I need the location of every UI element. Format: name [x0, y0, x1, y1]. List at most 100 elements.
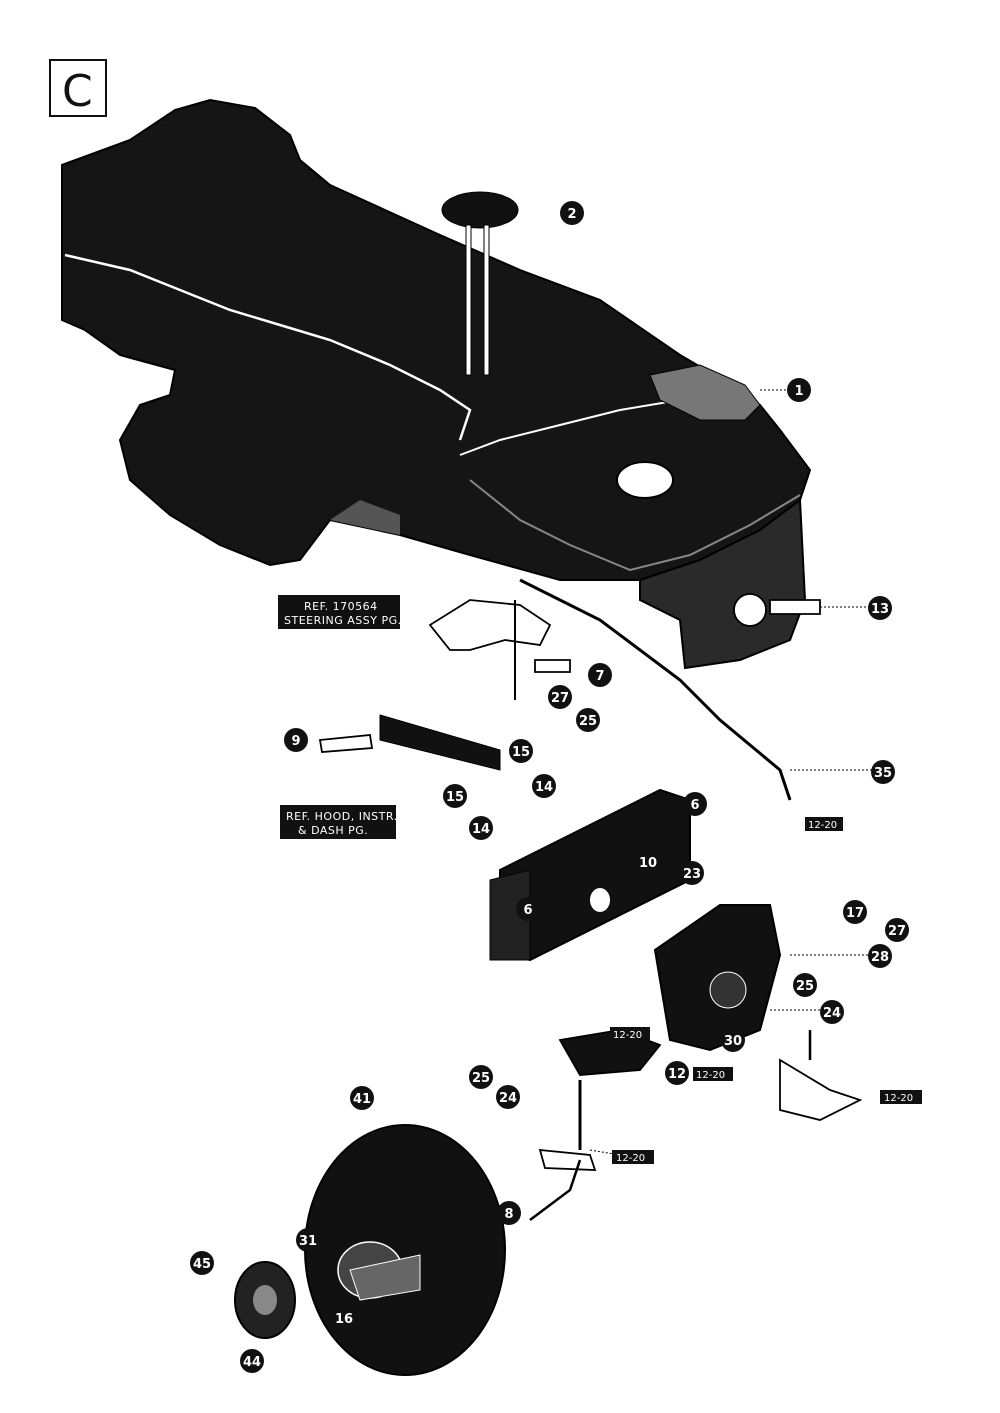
wheel [304, 1124, 506, 1376]
callout-number: 8 [504, 1207, 513, 1222]
hood-filler-hole [616, 461, 674, 499]
callout-number: 25 [472, 1071, 490, 1086]
callout-number: 31 [299, 1234, 317, 1249]
callout-bubble [793, 973, 817, 997]
callout-bubble [469, 816, 493, 840]
callout-28: 28 [868, 944, 892, 968]
callout-16: 16 [332, 1306, 356, 1330]
lower-linkage [529, 1029, 863, 1221]
hood-body [61, 98, 812, 670]
callout-bubble [469, 1065, 493, 1089]
section-box [49, 59, 107, 117]
callout-number: 16 [335, 1312, 353, 1327]
callout-number: 35 [874, 766, 892, 781]
callout-number: 7 [595, 669, 604, 684]
callout-25: 25 [576, 708, 600, 732]
callout-bubble [787, 378, 811, 402]
callout-number: 6 [523, 903, 532, 918]
callout-bubble [680, 861, 704, 885]
section-label: C [49, 59, 107, 117]
tag-label: 12-20 [613, 1030, 642, 1041]
callout-number: 15 [446, 790, 464, 805]
long-rod [519, 578, 792, 801]
callout-1: 1 [787, 378, 811, 402]
ref-steering-line2: STEERING ASSY PG. [284, 614, 402, 627]
callout-15: 15 [509, 739, 533, 763]
callout-bubble [532, 774, 556, 798]
gear-housing [653, 904, 782, 1052]
callout-24: 24 [820, 1000, 844, 1024]
callout-bubble [885, 918, 909, 942]
callout-bubble [683, 792, 707, 816]
callout-number: 10 [639, 856, 657, 871]
link-rod-curve [529, 1159, 582, 1221]
ref-hood-bg [280, 805, 396, 839]
plate-hole [590, 888, 610, 912]
callout-bubble [868, 944, 892, 968]
linkage-parts [318, 578, 821, 801]
callout-41: 41 [350, 1086, 374, 1110]
callout-number: 28 [871, 950, 889, 965]
ref-steering-bg [278, 595, 400, 629]
callout-27: 27 [548, 685, 572, 709]
callout-bubble [820, 1000, 844, 1024]
callout-number: 27 [888, 924, 906, 939]
lower-arm-right [779, 1058, 863, 1121]
callout-25: 25 [793, 973, 817, 997]
callout-number: 6 [690, 798, 699, 813]
callout-6: 6 [516, 897, 540, 921]
tag: 12-20 [880, 1090, 922, 1104]
callout-number: 14 [472, 822, 490, 837]
callout-12: 12 [665, 1061, 689, 1085]
callout-bubble [332, 1306, 356, 1330]
callout-25: 25 [469, 1065, 493, 1089]
leader-lines [589, 389, 875, 1156]
callout-number: 12 [668, 1067, 686, 1082]
callout-bubble [240, 1349, 264, 1373]
callout-45: 45 [190, 1251, 214, 1275]
callout-bubble [560, 201, 584, 225]
callout-30: 30 [721, 1028, 745, 1052]
tag-bg [610, 1027, 650, 1041]
callout-bubble [871, 760, 895, 784]
callout-15: 15 [443, 784, 467, 808]
hood-edge-highlight [64, 253, 472, 441]
plate-part [489, 788, 691, 962]
tag-label: 12-20 [696, 1070, 725, 1081]
callout-number: 27 [551, 691, 569, 706]
tag-bg [880, 1090, 922, 1104]
callout-bubble [190, 1251, 214, 1275]
callout-bubble [843, 900, 867, 924]
callout-17: 17 [843, 900, 867, 924]
small-wheel-hub [253, 1285, 277, 1315]
callout-9: 9 [284, 728, 308, 752]
callout-13: 13 [868, 596, 892, 620]
tag: 12-20 [805, 817, 843, 831]
callout-bubble [443, 784, 467, 808]
ref-hood-line2: & DASH PG. [298, 824, 368, 837]
tag: 12-20 [693, 1067, 733, 1081]
tag-labels: 12-20 12-20 12-20 12-20 12-20 [610, 817, 922, 1164]
callout-number: 25 [796, 979, 814, 994]
callout-number: 44 [243, 1355, 261, 1370]
callout-number: 41 [353, 1092, 371, 1107]
hood-side [639, 498, 807, 670]
callout-bubble [497, 1201, 521, 1225]
bolt-13 [769, 599, 821, 615]
tag-label: 12-20 [808, 820, 837, 831]
ref-hood-box: REF. HOOD, INSTR. & DASH PG. [280, 805, 397, 839]
spring-bar-body [379, 714, 501, 771]
callout-bubble [350, 1086, 374, 1110]
tag: 12-20 [610, 1027, 650, 1041]
bolt-9 [318, 734, 374, 753]
callout-bubble [868, 596, 892, 620]
callout-8: 8 [497, 1201, 521, 1225]
small-wheel [234, 1261, 296, 1339]
hub-teeth [349, 1254, 421, 1301]
callout-24: 24 [496, 1085, 520, 1109]
callout-bubble [548, 685, 572, 709]
bolt-7 [534, 659, 571, 673]
callout-2: 2 [560, 201, 584, 225]
knob-cap [441, 191, 519, 229]
callout-bubble [576, 708, 600, 732]
